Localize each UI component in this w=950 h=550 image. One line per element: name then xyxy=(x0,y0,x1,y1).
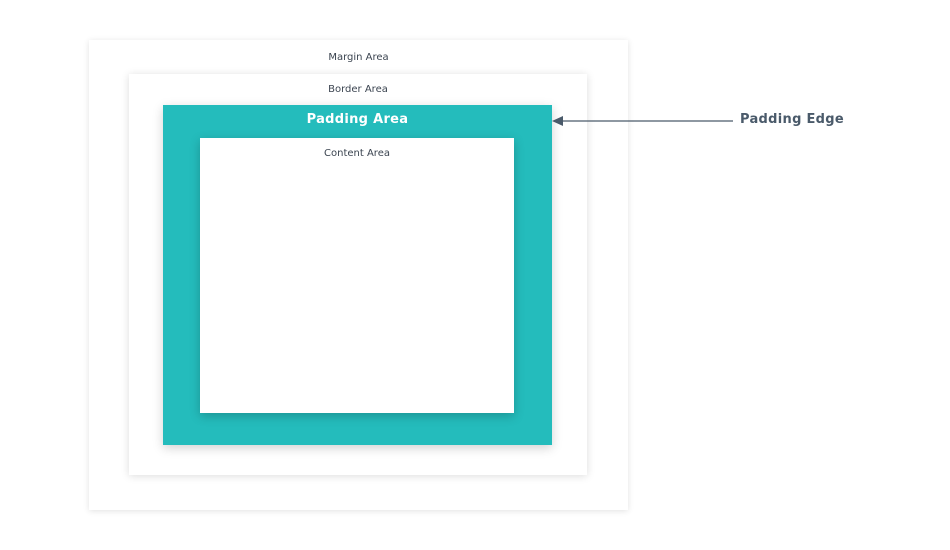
arrow-head-icon xyxy=(552,116,563,126)
padding-area-label: Padding Area xyxy=(306,112,409,127)
border-area-label: Border Area xyxy=(328,84,388,95)
content-area-label: Content Area xyxy=(324,148,390,159)
content-area-box xyxy=(200,138,514,413)
padding-edge-label: Padding Edge xyxy=(740,112,845,127)
padding-edge-arrow xyxy=(552,116,733,126)
margin-area-label: Margin Area xyxy=(328,52,389,63)
